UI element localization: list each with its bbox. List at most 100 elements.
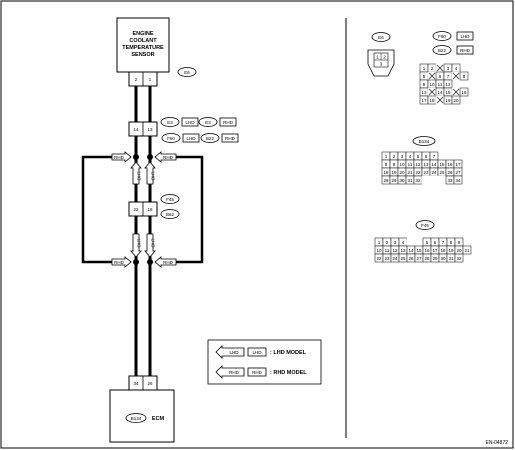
rhd-badge-2 [221, 133, 239, 143]
f45-pin-number: 21 [464, 248, 470, 253]
b134-pin-number: 31 [407, 178, 413, 183]
b134-pin-number: 19 [391, 170, 397, 175]
f45-pin-cell [462, 245, 472, 255]
sensor-pin-left: 2 [135, 77, 138, 82]
f45-pin-number: 5 [426, 240, 429, 245]
sensor-connector-text: E6 [184, 70, 190, 75]
f45-pin-number: 25 [400, 256, 406, 261]
joint-mid-tag1-oval [160, 194, 180, 204]
f45-pin-number: 27 [416, 256, 422, 261]
sensor-label-4: SENSOR [131, 52, 154, 58]
f60-pin-number: 2 [431, 66, 434, 71]
joint-top-pin-right: 13 [147, 127, 153, 132]
b22-tag-oval [432, 45, 452, 55]
b134-pin-number: 17 [455, 162, 461, 167]
joint-top-alt-rhd-oval [200, 133, 220, 143]
rhd-badge-1 [219, 117, 237, 127]
joint-top-tag-rhd-oval [198, 117, 218, 127]
b134-tag: B134 [419, 139, 430, 144]
lhd-arrow-upper-left: LHD [137, 171, 142, 181]
lhd-badge-1-text: LHD [185, 120, 195, 125]
joint-connector-mid: 22 16 [128, 201, 158, 217]
f60-pin-number: 12 [445, 82, 451, 87]
b134-pin-number: 34 [455, 178, 461, 183]
sensor-label-2: COOLANT [129, 38, 157, 44]
f60-pin-number: 11 [438, 82, 443, 87]
ecm-pin-right: 26 [147, 381, 153, 386]
f45-pin-number: 30 [440, 256, 446, 261]
f45-tag-oval [415, 220, 435, 230]
f45-pin-number: 13 [400, 248, 406, 253]
f60-pin-number: 6 [439, 74, 442, 79]
b134-pin-number: 32 [415, 178, 421, 183]
lhd-arrow-lower-right: LHD [151, 238, 156, 248]
rhd-badge-1-text: RHD [223, 120, 233, 125]
sensor-label-3: TEMPERATURE [122, 45, 164, 51]
b22-tag: B22 [438, 48, 447, 53]
f60-lhd-badge-text: LHD [460, 34, 470, 39]
f60-tag: F60 [438, 34, 446, 39]
f60-pin-number: 15 [445, 90, 451, 95]
f45-pin-number: 10 [376, 248, 382, 253]
f60-pin-number: 5 [423, 74, 426, 79]
b134-pin-number: 3 [401, 154, 404, 159]
legend-lhd-desc: : LHD MODEL [270, 350, 307, 356]
upper-lhd-arrows [130, 161, 156, 185]
b134-pin-number: 18 [383, 170, 389, 175]
lhd-badge-1 [181, 117, 199, 127]
joint-top-pin-left: 14 [133, 127, 139, 132]
rhd-arrow-lower-right: RHD [163, 260, 173, 265]
f60-blank-pin-mark [428, 88, 436, 96]
e6-pin-3: 3 [380, 62, 383, 67]
b134-pin-number: 10 [399, 162, 405, 167]
lower-lhd-arrows [130, 233, 156, 258]
f45-pin-number: 2 [386, 240, 389, 245]
f60-blank-pin-mark [436, 96, 444, 104]
b134-pin-number: 14 [431, 162, 437, 167]
f60-pin-number: 7 [447, 74, 450, 79]
rhd-badge-2-text: RHD [225, 136, 235, 141]
b134-pin-number: 29 [391, 178, 397, 183]
f45-pin-cell [406, 237, 416, 247]
f45-pin-number: 20 [456, 248, 462, 253]
b134-pin-number: 33 [447, 178, 453, 183]
lhd-badge-2-text: LHD [186, 136, 196, 141]
ecm-label: ECM [152, 416, 165, 422]
b134-pin-number: 13 [423, 162, 429, 167]
b134-pin-number: 12 [415, 162, 421, 167]
f60-pin-number: 19 [445, 98, 451, 103]
f45-pin-number: 31 [448, 256, 454, 261]
f60-pin-number: 16 [461, 90, 467, 95]
f60-pin-number: 20 [453, 98, 459, 103]
f45-pin-number: 26 [408, 256, 414, 261]
f45-pin-number: 17 [432, 248, 438, 253]
f60-pin-number: 13 [421, 90, 427, 95]
legend-rhd-badge-text: RHD [252, 370, 262, 375]
f60-pin-number: 9 [423, 82, 426, 87]
rhd-arrow-lower-left: RHD [114, 260, 124, 265]
b134-pin-number: 6 [425, 154, 428, 159]
lower-junction [111, 256, 177, 268]
f45-pin-number: 18 [440, 248, 446, 253]
joint-top-tag-lhd-oval [160, 117, 180, 127]
f60-blank-pin-mark [436, 64, 444, 72]
f60-lhd-badge [456, 31, 474, 41]
b134-tag-oval [412, 136, 436, 146]
sensor-box: ENGINE COOLANT TEMPERATURE SENSOR 2 1 [116, 17, 170, 87]
b134-pin-number: 22 [415, 170, 421, 175]
f60-pin-number: 1 [423, 66, 426, 71]
e6-connector-face [367, 49, 395, 77]
legend-rhd-desc: : RHD MODEL [270, 370, 307, 376]
b134-pin-number: 28 [383, 178, 389, 183]
f45-pin-cell [454, 253, 464, 263]
f45-tag: F45 [421, 223, 429, 228]
b134-pin-number: 26 [447, 170, 453, 175]
f45-pin-number: 22 [376, 256, 382, 261]
joint-top-tag-rhd: E3 [205, 120, 211, 125]
f45-pin-number: 32 [456, 256, 462, 261]
joint-mid-tag1: F45 [166, 197, 174, 202]
f45-pin-number: 1 [378, 240, 381, 245]
